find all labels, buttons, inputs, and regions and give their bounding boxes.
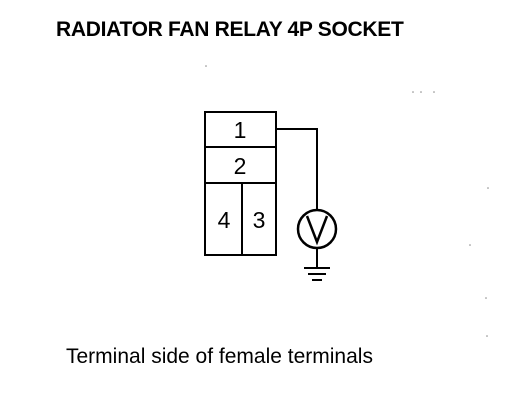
terminal-2-label: 2 [234,153,247,179]
terminal-1-label: 1 [234,117,247,143]
voltmeter-icon [296,208,338,250]
terminal-4-label: 4 [218,207,231,233]
terminal-3-cell [241,182,277,256]
diagram-caption: Terminal side of female terminals [66,345,373,368]
diagram-title: RADIATOR FAN RELAY 4P SOCKET [56,18,404,41]
probe-wire [276,128,318,210]
terminal-3-label: 3 [253,207,266,233]
ground-icon [304,267,330,281]
scan-specks [205,65,489,337]
